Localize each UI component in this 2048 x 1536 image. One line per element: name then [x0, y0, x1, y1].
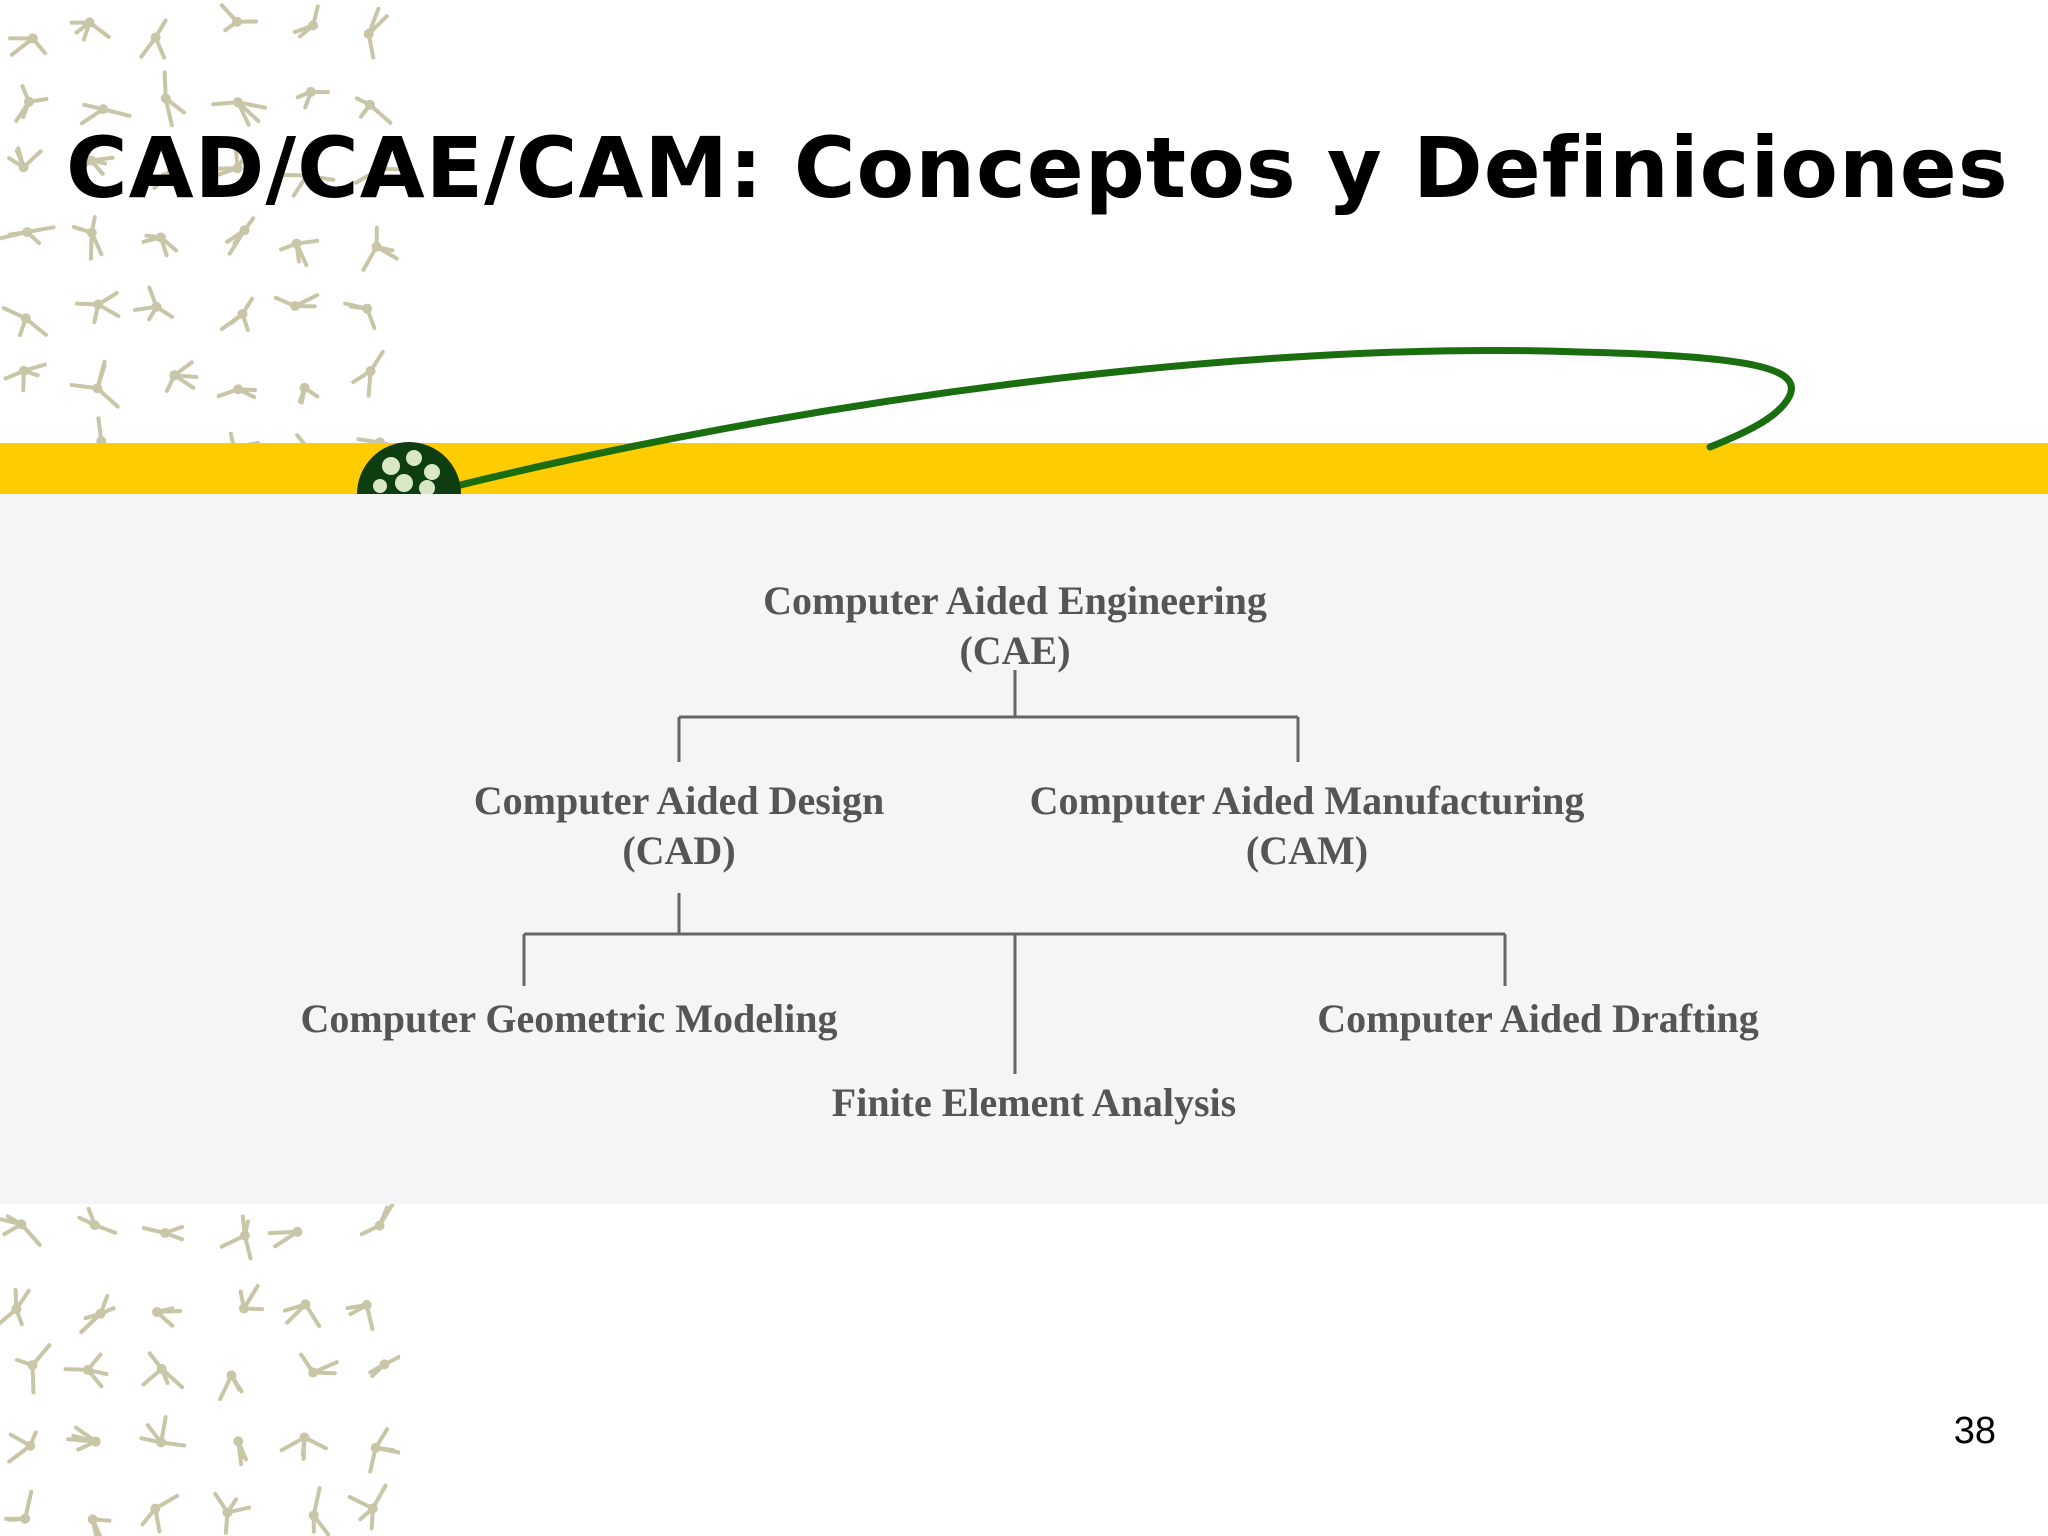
node-aided-drafting: Computer Aided Drafting	[1317, 994, 1758, 1044]
node-cae: Computer Aided Engineering (CAE)	[763, 576, 1267, 676]
node-cad-abbr: (CAD)	[622, 828, 736, 873]
slide-number: 38	[1953, 1410, 1996, 1452]
node-cad: Computer Aided Design (CAD)	[474, 776, 884, 876]
diagram-panel	[0, 494, 2048, 1204]
node-cae-name: Computer Aided Engineering	[763, 578, 1267, 623]
node-cam: Computer Aided Manufacturing (CAM)	[1030, 776, 1585, 876]
node-cae-abbr: (CAE)	[959, 628, 1071, 673]
node-cam-name: Computer Aided Manufacturing	[1029, 778, 1585, 823]
node-geometric-modeling-label: Computer Geometric Modeling	[300, 996, 838, 1041]
slide-title: CAD/CAE/CAM: Conceptos y Definiciones	[66, 119, 2009, 217]
node-finite-element-analysis-label: Finite Element Analysis	[831, 1080, 1237, 1125]
molecule-pattern-bottom	[0, 1204, 400, 1536]
node-cad-name: Computer Aided Design	[473, 778, 885, 823]
node-finite-element-analysis: Finite Element Analysis	[832, 1078, 1236, 1128]
node-aided-drafting-label: Computer Aided Drafting	[1317, 996, 1759, 1041]
node-geometric-modeling: Computer Geometric Modeling	[301, 994, 838, 1044]
node-cam-abbr: (CAM)	[1245, 828, 1369, 873]
